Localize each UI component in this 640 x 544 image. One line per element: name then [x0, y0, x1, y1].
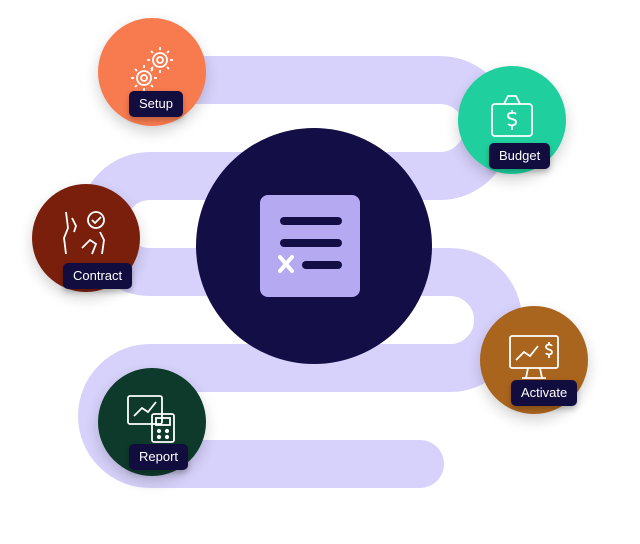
- document-list-icon: [260, 195, 360, 297]
- step-label-report: Report: [129, 444, 189, 470]
- chart-calculator-icon: [127, 395, 175, 443]
- step-label-activate: Activate: [511, 380, 578, 406]
- money-bag-icon: [491, 95, 533, 137]
- step-label-setup: Setup: [129, 91, 183, 117]
- step-setup: [98, 18, 206, 126]
- center-hub: [196, 128, 432, 364]
- step-label-budget: Budget: [489, 143, 551, 169]
- gears-icon: [131, 47, 173, 91]
- monitor-dollar-icon: [509, 335, 559, 379]
- signing-hands-icon: [63, 211, 105, 255]
- step-label-contract: Contract: [63, 263, 133, 289]
